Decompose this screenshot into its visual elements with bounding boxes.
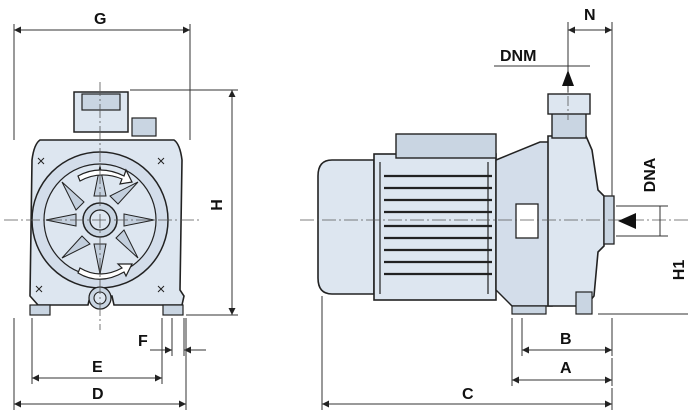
- label-E: E: [92, 359, 103, 376]
- label-A: A: [560, 360, 572, 377]
- side-dimensions: [321, 22, 688, 410]
- fan-cover: [317, 159, 375, 295]
- outlet-thread: [547, 93, 591, 115]
- terminal-box: [395, 133, 497, 159]
- side-view: [300, 60, 688, 315]
- label-G: G: [94, 11, 106, 28]
- label-H: H: [209, 199, 226, 211]
- rotation-arrow-top: [77, 168, 133, 185]
- front-view: [4, 82, 200, 330]
- rotation-arrow-bottom: [77, 263, 133, 280]
- label-DNM: DNM: [500, 48, 536, 65]
- dna-arrow: [618, 213, 636, 229]
- front-terminal-box: [131, 117, 157, 137]
- adapter-window: [515, 203, 539, 239]
- dnm-arrow: [562, 70, 574, 86]
- front-foot-right: [162, 304, 184, 316]
- label-D: D: [92, 386, 104, 403]
- label-F: F: [138, 333, 148, 350]
- side-foot-right: [575, 291, 593, 315]
- front-ribs: [45, 165, 155, 275]
- label-H1: H1: [671, 260, 688, 281]
- front-dimensions: [13, 24, 238, 410]
- front-bolts: [35, 157, 165, 293]
- pump-casing: [547, 135, 605, 307]
- label-DNA: DNA: [642, 157, 659, 192]
- cooling-fins: [384, 174, 492, 276]
- outlet-nozzle: [551, 111, 587, 139]
- front-outlet-thread: [81, 93, 121, 111]
- side-foot-left: [511, 305, 547, 315]
- label-B: B: [560, 331, 572, 348]
- front-foot-left: [29, 304, 51, 316]
- label-N: N: [584, 7, 596, 24]
- label-C: C: [462, 386, 474, 403]
